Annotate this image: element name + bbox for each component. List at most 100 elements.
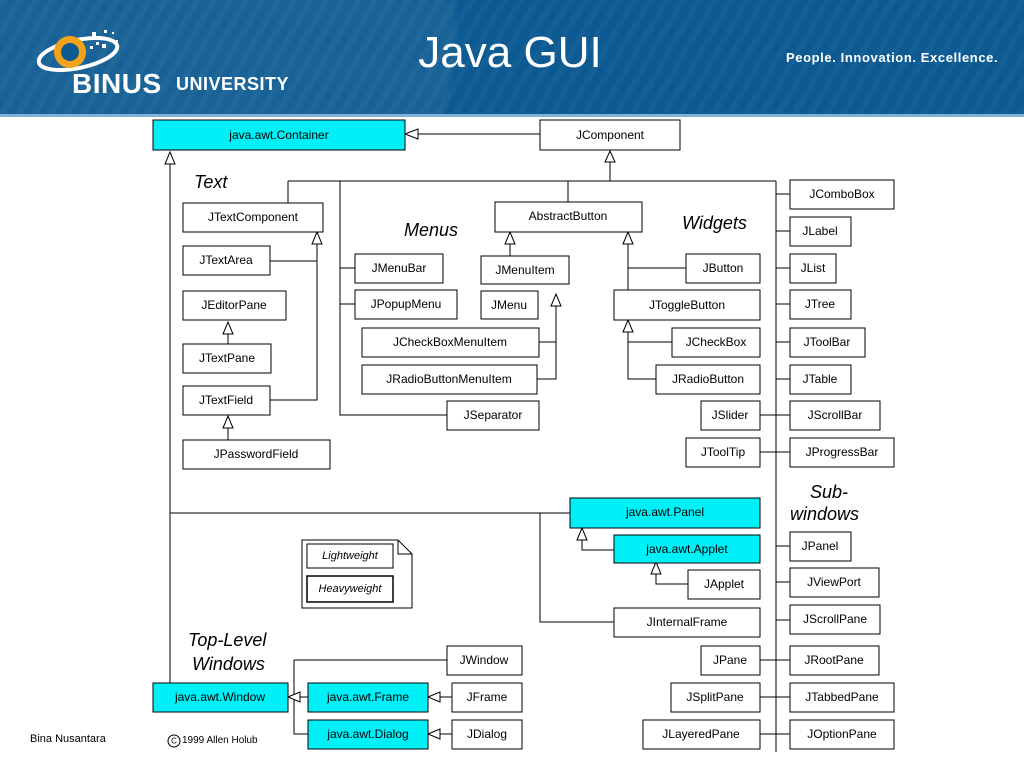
class-jrootpane: JRootPane bbox=[789, 645, 880, 676]
class-jbutton: JButton bbox=[685, 253, 761, 284]
svg-text:JTabbedPane: JTabbedPane bbox=[805, 690, 879, 704]
svg-text:JToggleButton: JToggleButton bbox=[649, 298, 725, 312]
class-jtextfield: JTextField bbox=[182, 385, 271, 416]
class-jscrollpane: JScrollPane bbox=[789, 604, 881, 635]
class-jslider: JSlider bbox=[700, 400, 761, 431]
class-jlayeredpane: JLayeredPane bbox=[642, 719, 761, 750]
class-jpanel: JPanel bbox=[789, 531, 852, 562]
svg-text:JTree: JTree bbox=[805, 297, 836, 311]
class-jviewport: JViewPort bbox=[789, 567, 880, 598]
svg-text:JRadioButtonMenuItem: JRadioButtonMenuItem bbox=[386, 372, 511, 386]
svg-text:JCheckBoxMenuItem: JCheckBoxMenuItem bbox=[393, 335, 507, 349]
copyright-icon-glyph: C bbox=[171, 737, 177, 746]
svg-text:JRadioButton: JRadioButton bbox=[672, 372, 744, 386]
svg-text:JTextComponent: JTextComponent bbox=[208, 210, 299, 224]
svg-text:JProgressBar: JProgressBar bbox=[806, 445, 879, 459]
binus-logo bbox=[36, 30, 120, 73]
class-jpane: JPane bbox=[700, 645, 761, 676]
svg-text:JLabel: JLabel bbox=[802, 224, 837, 238]
class-jtoolbar: JToolBar bbox=[789, 327, 866, 358]
footer-author: Bina Nusantara bbox=[30, 733, 106, 745]
class-jeditorpane: JEditorPane bbox=[182, 290, 287, 321]
svg-text:JTextPane: JTextPane bbox=[199, 351, 255, 365]
section-label-widgets: Widgets bbox=[682, 213, 747, 233]
svg-text:JCheckBox: JCheckBox bbox=[686, 335, 747, 349]
class-jframe: JFrame bbox=[451, 682, 523, 713]
class-jtextarea: JTextArea bbox=[182, 245, 271, 276]
class-jmenuitem: JMenuItem bbox=[480, 255, 570, 285]
svg-text:JSeparator: JSeparator bbox=[464, 408, 523, 422]
svg-text:JMenuBar: JMenuBar bbox=[372, 261, 427, 275]
legend-lightweight-label: Lightweight bbox=[322, 550, 379, 562]
svg-text:JSplitPane: JSplitPane bbox=[686, 690, 744, 704]
svg-text:JFrame: JFrame bbox=[467, 690, 508, 704]
legend-heavyweight-swatch bbox=[306, 575, 394, 603]
copyright-icon bbox=[167, 734, 181, 748]
section-label-menus: Menus bbox=[404, 220, 458, 240]
legend-heavyweight-label: Heavyweight bbox=[319, 583, 383, 595]
class-jprogressbar: JProgressBar bbox=[789, 437, 895, 468]
svg-text:JSlider: JSlider bbox=[712, 408, 749, 422]
class-jtextpane: JTextPane bbox=[182, 343, 272, 374]
class-awt-frame: java.awt.Frame bbox=[307, 682, 429, 713]
svg-text:java.awt.Frame: java.awt.Frame bbox=[326, 690, 409, 704]
svg-text:JToolBar: JToolBar bbox=[804, 335, 851, 349]
section-label-text: Text bbox=[194, 172, 228, 192]
svg-text:JTextArea: JTextArea bbox=[199, 253, 253, 267]
svg-text:JScrollBar: JScrollBar bbox=[808, 408, 863, 422]
class-jsplitpane: JSplitPane bbox=[670, 682, 761, 713]
class-jcheckboxmenuitem: JCheckBoxMenuItem bbox=[361, 327, 540, 358]
class-awt-window: java.awt.Window bbox=[152, 682, 289, 713]
section-label-top-level-2: Windows bbox=[192, 654, 265, 674]
page-title: Java GUI bbox=[418, 28, 602, 77]
class-jdialog: JDialog bbox=[451, 719, 523, 750]
logo-binus-text: BINUS bbox=[72, 68, 162, 99]
class-jradiobutton: JRadioButton bbox=[655, 364, 761, 395]
svg-text:JComboBox: JComboBox bbox=[809, 187, 874, 201]
class-jscrollbar: JScrollBar bbox=[789, 400, 881, 431]
svg-text:JPopupMenu: JPopupMenu bbox=[371, 297, 442, 311]
class-awt-container: java.awt.Container bbox=[152, 119, 406, 151]
svg-text:JMenuItem: JMenuItem bbox=[495, 263, 554, 277]
svg-text:JTable: JTable bbox=[803, 372, 838, 386]
class-jtable: JTable bbox=[789, 364, 852, 395]
class-jmenubar: JMenuBar bbox=[354, 253, 444, 284]
footer-copyright: 1999 Allen Holub bbox=[182, 735, 258, 746]
class-abstractbutton: AbstractButton bbox=[494, 201, 643, 233]
class-jcombobox: JComboBox bbox=[789, 179, 895, 210]
svg-text:JMenu: JMenu bbox=[491, 298, 527, 312]
class-jpopupmenu: JPopupMenu bbox=[354, 289, 458, 320]
svg-text:JWindow: JWindow bbox=[460, 653, 509, 667]
class-jtabbedpane: JTabbedPane bbox=[789, 682, 895, 713]
svg-text:JApplet: JApplet bbox=[704, 577, 745, 591]
class-jinternalframe: JInternalFrame bbox=[613, 607, 761, 638]
class-awt-panel: java.awt.Panel bbox=[569, 497, 761, 529]
section-label-sub-windows-1: Sub- bbox=[810, 482, 848, 502]
header-divider bbox=[0, 114, 1024, 117]
class-jtogglebutton: JToggleButton bbox=[613, 289, 761, 321]
class-joptionpane: JOptionPane bbox=[789, 719, 895, 750]
tagline: People. Innovation. Excellence. bbox=[786, 50, 999, 65]
section-label-sub-windows-2: windows bbox=[790, 504, 859, 524]
logo-pixel-icon bbox=[90, 30, 118, 49]
class-jradiobuttonmenuitem: JRadioButtonMenuItem bbox=[361, 364, 538, 395]
class-jpasswordfield: JPasswordField bbox=[182, 439, 331, 470]
svg-text:java.awt.Dialog: java.awt.Dialog bbox=[326, 727, 408, 741]
class-jcheckbox: JCheckBox bbox=[671, 327, 761, 358]
legend-lightweight-swatch bbox=[306, 543, 394, 569]
svg-text:JLayeredPane: JLayeredPane bbox=[662, 727, 740, 741]
class-jseparator: JSeparator bbox=[446, 400, 540, 431]
svg-text:JInternalFrame: JInternalFrame bbox=[647, 615, 728, 629]
svg-text:java.awt.Container: java.awt.Container bbox=[228, 128, 328, 142]
svg-text:JPanel: JPanel bbox=[802, 539, 839, 553]
legend: Lightweight Heavyweight bbox=[301, 539, 413, 609]
logo-university-text: UNIVERSITY bbox=[176, 74, 290, 94]
class-jlist: JList bbox=[789, 253, 837, 284]
inheritance-arrows bbox=[164, 128, 662, 740]
slide-header bbox=[0, 0, 1024, 116]
svg-text:JScrollPane: JScrollPane bbox=[803, 612, 867, 626]
class-jtextcomponent: JTextComponent bbox=[182, 202, 324, 233]
svg-text:JOptionPane: JOptionPane bbox=[807, 727, 877, 741]
class-jlabel: JLabel bbox=[789, 216, 852, 247]
